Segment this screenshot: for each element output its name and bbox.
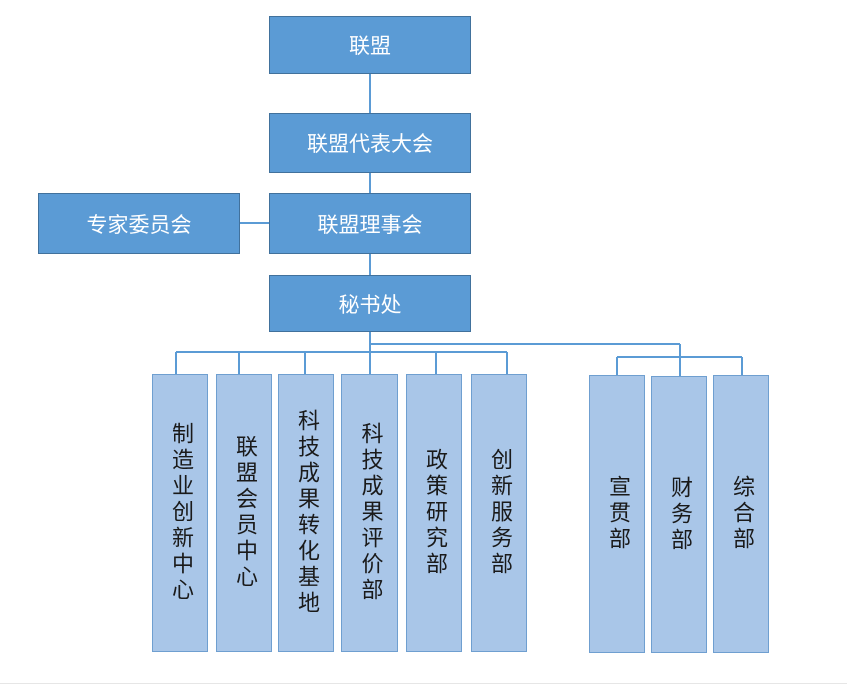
secretariat-label: 秘书处	[338, 292, 402, 317]
dept-label: 宣贯部	[605, 475, 630, 553]
dept-finance: 财务部	[651, 376, 707, 653]
dept-general: 综合部	[713, 375, 769, 653]
congress-box: 联盟代表大会	[269, 113, 471, 173]
dept-label: 制造业创新中心	[168, 422, 193, 604]
dept-label: 科技成果评价部	[357, 422, 383, 604]
dept-innovation-service: 创新服务部	[471, 374, 527, 652]
alliance-label: 联盟	[349, 34, 391, 58]
alliance-box: 联盟	[269, 16, 471, 74]
dept-label: 科技成果转化基地	[294, 409, 319, 617]
dept-policy-research: 政策研究部	[406, 374, 462, 652]
dept-manufacturing-innovation-center: 制造业创新中心	[152, 374, 208, 652]
congress-label: 联盟代表大会	[307, 132, 433, 156]
dept-label: 联盟会员中心	[232, 435, 257, 591]
dept-tech-transfer-base: 科技成果转化基地	[278, 374, 334, 652]
dept-member-center: 联盟会员中心	[216, 374, 272, 652]
secretariat-box: 秘书处	[269, 275, 471, 332]
dept-publicity: 宣贯部	[589, 375, 645, 653]
dept-label: 财务部	[667, 475, 692, 554]
dept-label: 政策研究部	[422, 448, 447, 578]
council-label: 联盟理事会	[317, 212, 423, 237]
dept-tech-evaluation: 科技成果评价部	[341, 374, 398, 652]
experts-label: 专家委员会	[86, 212, 192, 237]
experts-box: 专家委员会	[38, 193, 240, 254]
dept-label: 创新服务部	[487, 448, 512, 578]
page-bottom-divider	[0, 683, 847, 684]
dept-label: 综合部	[729, 475, 754, 553]
council-box: 联盟理事会	[269, 193, 471, 254]
